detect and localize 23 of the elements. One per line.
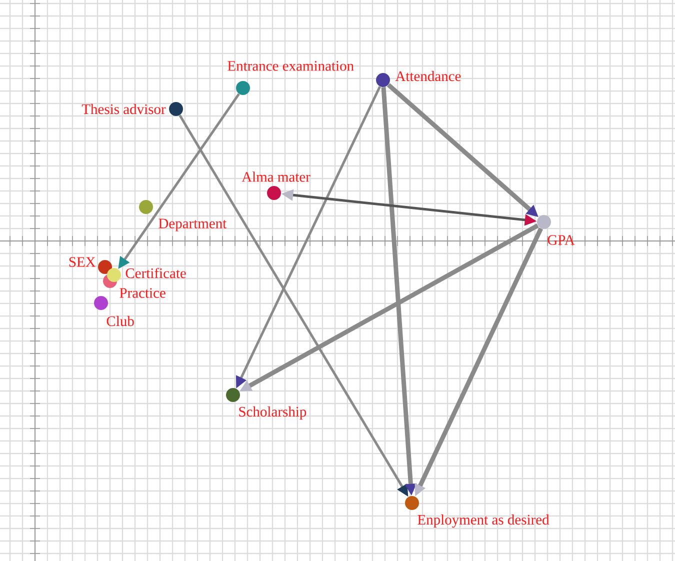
point-dot (537, 215, 551, 229)
point-label: Entrance examination (228, 61, 354, 71)
point-label: Scholarship (239, 406, 306, 420)
point-label: Thesis advisor (82, 104, 166, 114)
point-dot (405, 496, 419, 510)
point-label: Certificate (126, 268, 186, 278)
point-label: SEX (69, 257, 96, 267)
point-label: Practice (120, 288, 166, 298)
point-label: GPA (548, 235, 575, 245)
point-label: Club (106, 316, 134, 326)
point-dot (169, 102, 183, 116)
point-dot (107, 268, 121, 282)
point-dot (98, 260, 112, 274)
point-dot (376, 73, 390, 87)
point-label: Alma mater (242, 172, 310, 182)
point-dot (267, 186, 281, 200)
point-label: Attendance (395, 70, 461, 82)
point-dot (139, 200, 153, 214)
point-label: Enployment as desired (418, 514, 550, 528)
point-label: Department (158, 218, 227, 232)
point-dot (226, 388, 240, 402)
point-dot (94, 296, 108, 310)
point-dot (236, 81, 250, 95)
